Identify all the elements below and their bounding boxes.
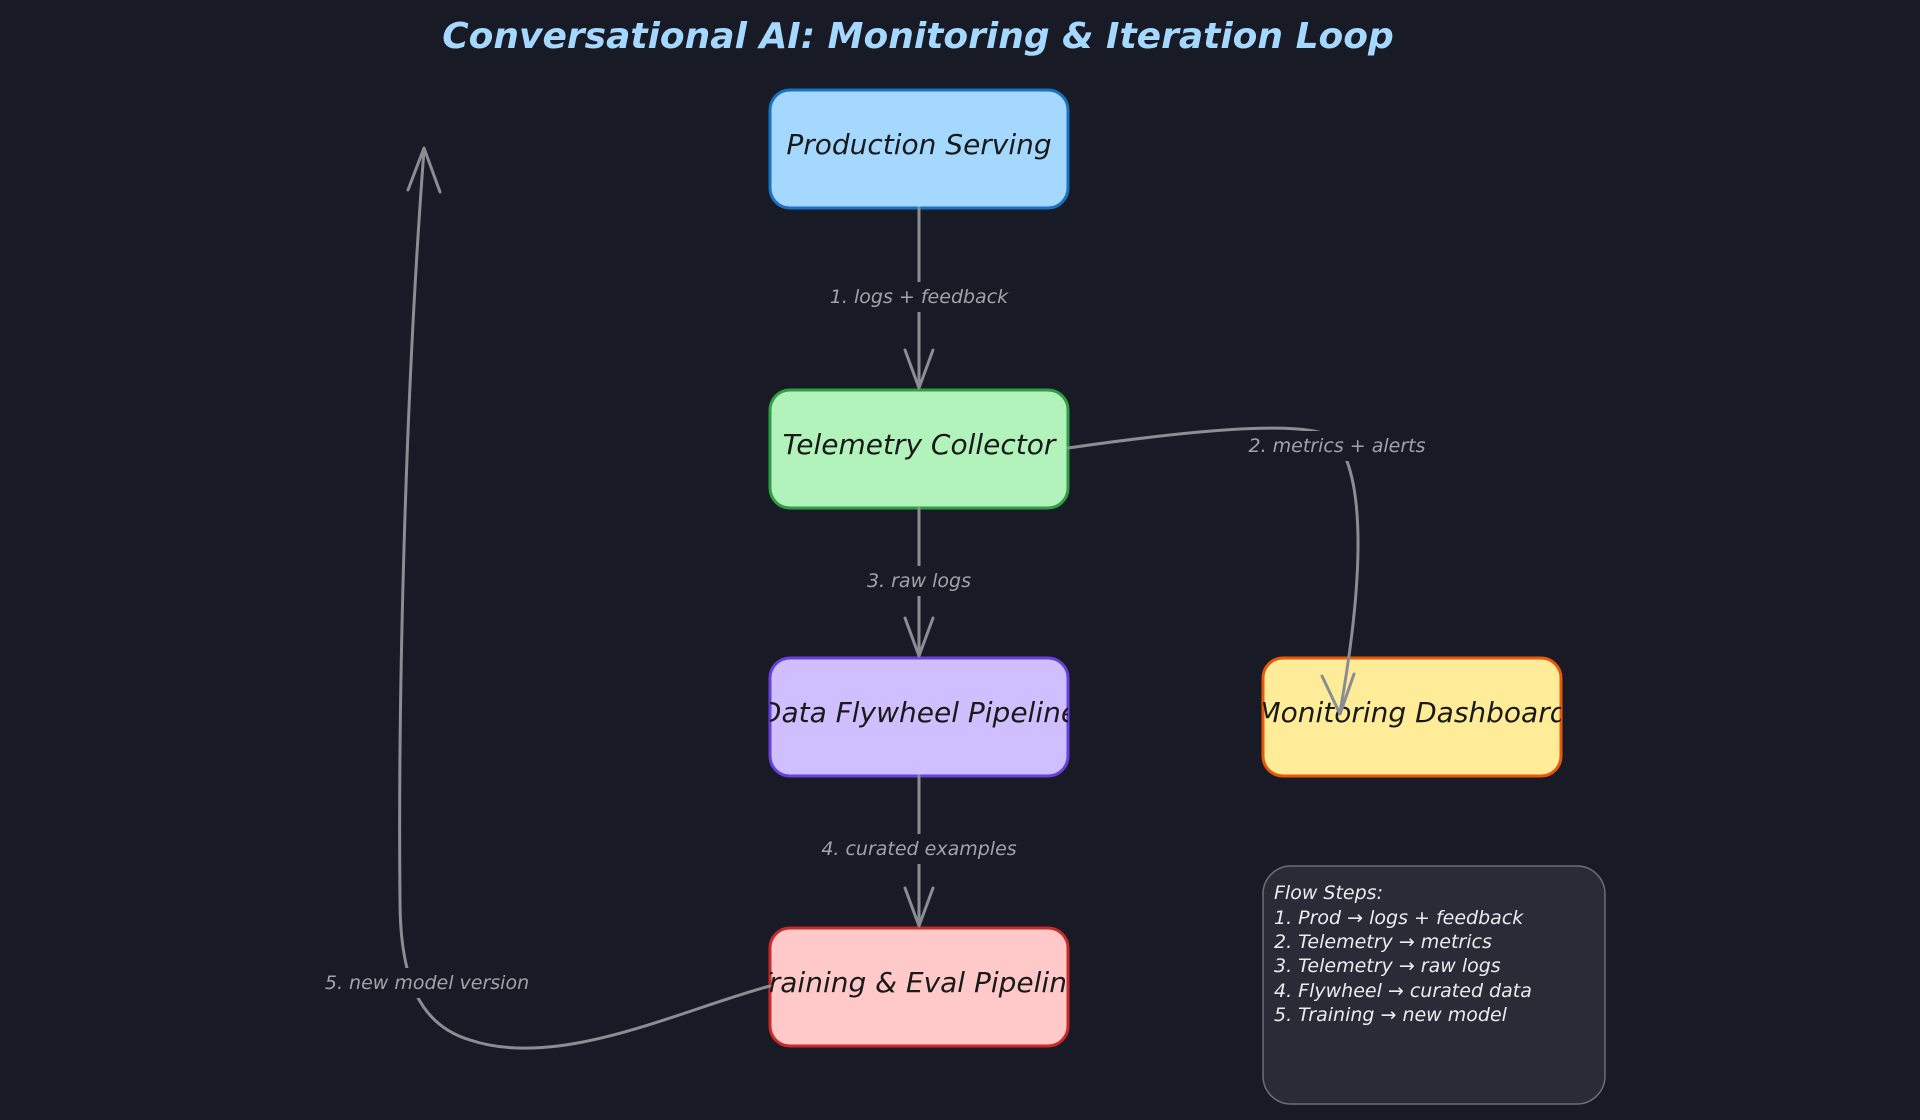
node-monitoring-dashboard-label: Monitoring Dashboard [1256,696,1567,729]
edge-new-model-version-label: 5. new model version [325,972,529,994]
flow-steps-legend-item: 1. Prod → logs + feedback [1274,907,1524,929]
edge-logs-feedback-label: 1. logs + feedback [830,286,1009,308]
flow-steps-legend: Flow Steps: 1. Prod → logs + feedback 2.… [1262,865,1606,1105]
edge-new-model-version-label-bg [316,968,538,998]
edge-logs-feedback-label-bg [822,282,1016,312]
edge-curated-examples-label: 4. curated examples [821,838,1016,860]
edge-metrics-alerts-label-bg [1234,431,1440,461]
edge-raw-logs-label-bg [854,566,984,596]
edge-metrics-alerts-label: 2. metrics + alerts [1248,435,1425,457]
flow-steps-legend-title: Flow Steps: [1274,882,1383,904]
node-production-serving-label: Production Serving [786,128,1051,161]
node-training-eval-pipeline-label: Training & Eval Pipeline [754,966,1084,999]
node-monitoring-dashboard-box [1261,656,1563,778]
edge-raw-logs-label: 3. raw logs [867,570,971,592]
flow-steps-legend-item: 2. Telemetry → metrics [1274,931,1492,953]
edge-logs-feedback-arrowhead [903,348,935,390]
edge-curated-examples-arrowhead [903,886,935,928]
edge-raw-logs: 3. raw logs [854,506,984,658]
node-data-flywheel-pipeline[interactable]: Data Flywheel Pipeline [760,656,1078,778]
edge-metrics-alerts-arrowhead [1320,672,1356,716]
node-monitoring-dashboard[interactable]: Monitoring Dashboard [1256,656,1567,778]
edge-new-model-version-arrowhead [406,146,442,194]
edge-curated-examples-label-bg [808,834,1030,864]
edge-new-model-version-line [398,148,772,1050]
flow-steps-legend-item: 4. Flywheel → curated data [1274,980,1532,1002]
node-data-flywheel-pipeline-label: Data Flywheel Pipeline [760,696,1078,729]
flow-steps-legend-item: 3. Telemetry → raw logs [1274,955,1501,977]
edge-new-model-version: 5. new model version [316,146,772,1050]
edge-raw-logs-arrowhead [903,616,935,658]
node-training-eval-pipeline[interactable]: Training & Eval Pipeline [754,926,1084,1048]
diagram-title: Conversational AI: Monitoring & Iteratio… [442,16,1394,57]
node-production-serving[interactable]: Production Serving [768,88,1070,210]
flow-steps-legend-box [1262,865,1606,1105]
flow-steps-legend-item: 5. Training → new model [1274,1004,1508,1026]
edge-metrics-alerts: 2. metrics + alerts [1066,426,1440,716]
edge-logs-feedback: 1. logs + feedback [822,206,1016,390]
node-telemetry-collector-label: Telemetry Collector [783,428,1057,461]
node-telemetry-collector[interactable]: Telemetry Collector [768,388,1070,510]
edge-curated-examples: 4. curated examples [808,774,1030,928]
